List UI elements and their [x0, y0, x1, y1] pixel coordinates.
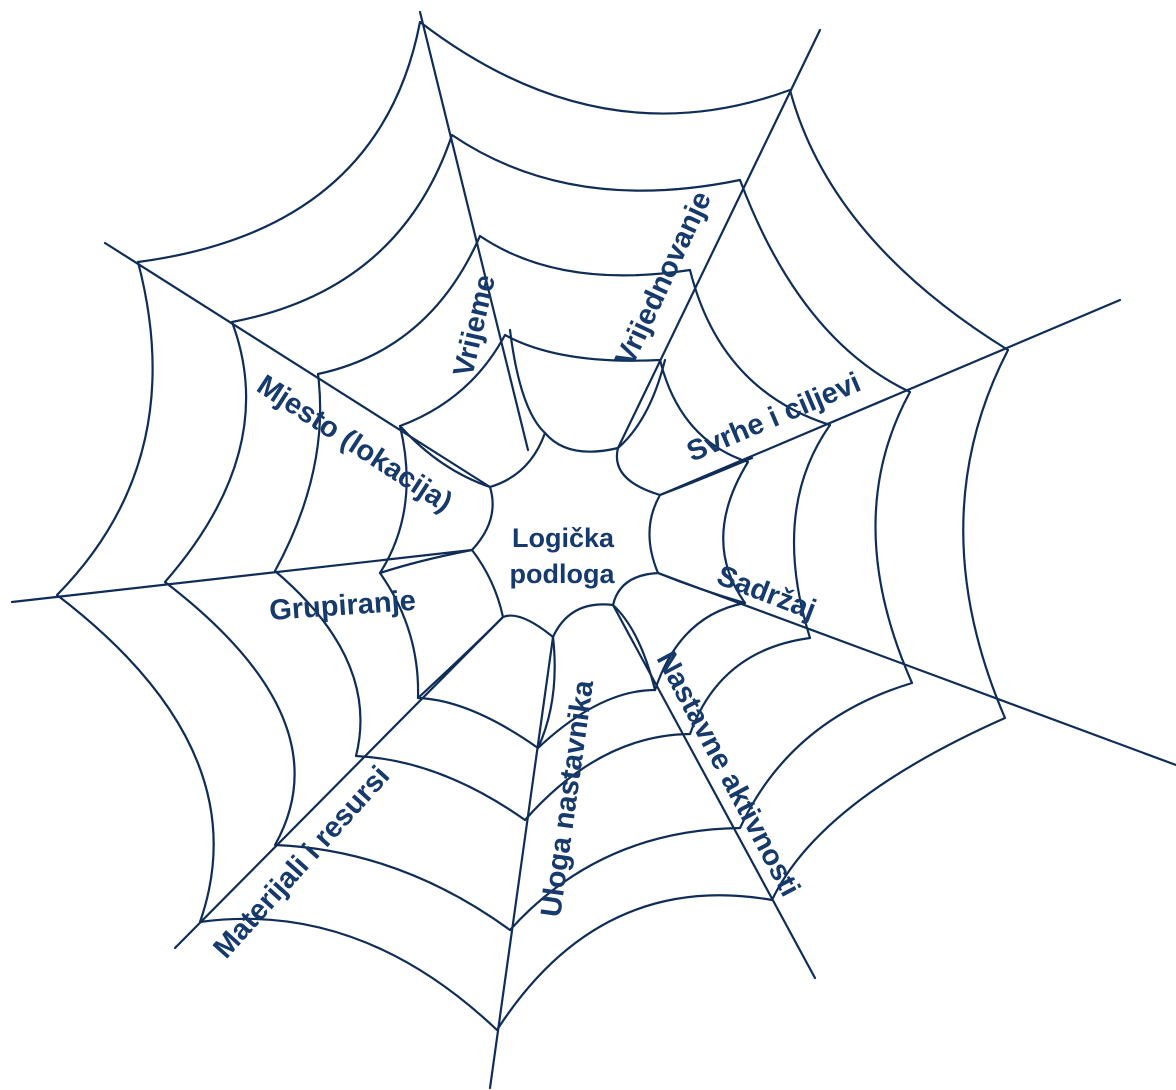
center-label-line1: Logička [512, 523, 615, 553]
label-vrijeme: Vrijeme [448, 272, 502, 380]
label-grupiranje: Grupiranje [268, 585, 417, 627]
spoke-sadrzaj [658, 573, 1176, 765]
spoke-mjesto [105, 243, 490, 487]
label-mjesto-lokacija: Mjesto (lokacija) [251, 369, 458, 519]
spoke-svrhe [660, 300, 1120, 495]
label-nastavne-aktivnosti: Nastavne aktivnosti [650, 646, 806, 902]
label-svrhe-i-ciljevi: Svrhe i ciljevi [682, 367, 865, 469]
label-vrijednovanje: Vrijednovanje [609, 187, 718, 371]
center-label: Logička podloga [510, 523, 616, 589]
center-label-line2: podloga [510, 559, 616, 589]
label-sadrzaj: Sadržaj [712, 560, 820, 627]
label-materijali-i-resursi: Materijali i resursi [207, 760, 396, 965]
spoke-nastavne [613, 605, 815, 978]
spoke-materijali [175, 617, 503, 948]
